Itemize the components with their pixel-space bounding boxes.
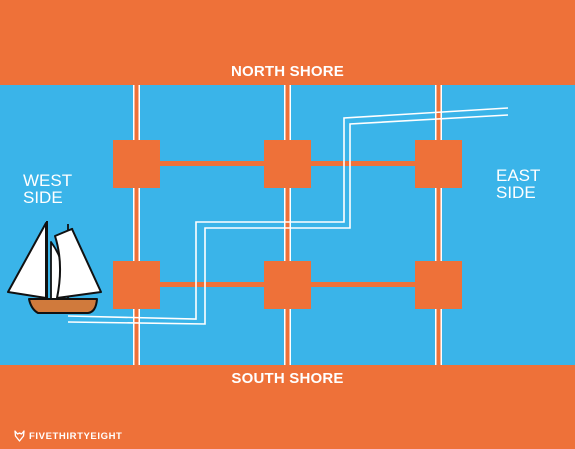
south-shore-label: SOUTH SHORE	[231, 370, 344, 387]
sailboat-icon	[7, 221, 102, 314]
west-side-label: WEST SIDE	[23, 172, 72, 206]
island-bottom-left	[113, 261, 160, 309]
fox-logo-icon	[14, 430, 25, 442]
islands	[113, 140, 462, 309]
island-top-right	[415, 140, 462, 188]
north-shore-label: NORTH SHORE	[230, 63, 345, 80]
boat-route	[67, 107, 509, 325]
brand-logo: FIVETHIRTYEIGHT	[14, 429, 122, 443]
bridge-h-bottom-left	[160, 282, 264, 287]
bridge-h-top-left	[160, 161, 264, 166]
horizontal-bridges	[160, 161, 415, 287]
east-side-label-line2: SIDE	[496, 183, 536, 202]
south-shore	[0, 365, 575, 449]
bridge-h-top-right	[311, 161, 415, 166]
east-side-label: EAST SIDE	[496, 167, 540, 201]
west-side-label-line1: WEST	[23, 171, 73, 190]
east-side-label-line1: EAST	[496, 166, 541, 185]
north-shore	[0, 0, 575, 85]
island-bottom-middle	[264, 261, 311, 309]
island-top-left	[113, 140, 160, 188]
west-side-label-line2: SIDE	[23, 188, 63, 207]
island-top-middle	[264, 140, 311, 188]
brand-text: FIVETHIRTYEIGHT	[29, 430, 123, 442]
vertical-bridges	[133, 85, 442, 365]
bridge-h-bottom-right	[311, 282, 415, 287]
island-bottom-right	[415, 261, 462, 309]
